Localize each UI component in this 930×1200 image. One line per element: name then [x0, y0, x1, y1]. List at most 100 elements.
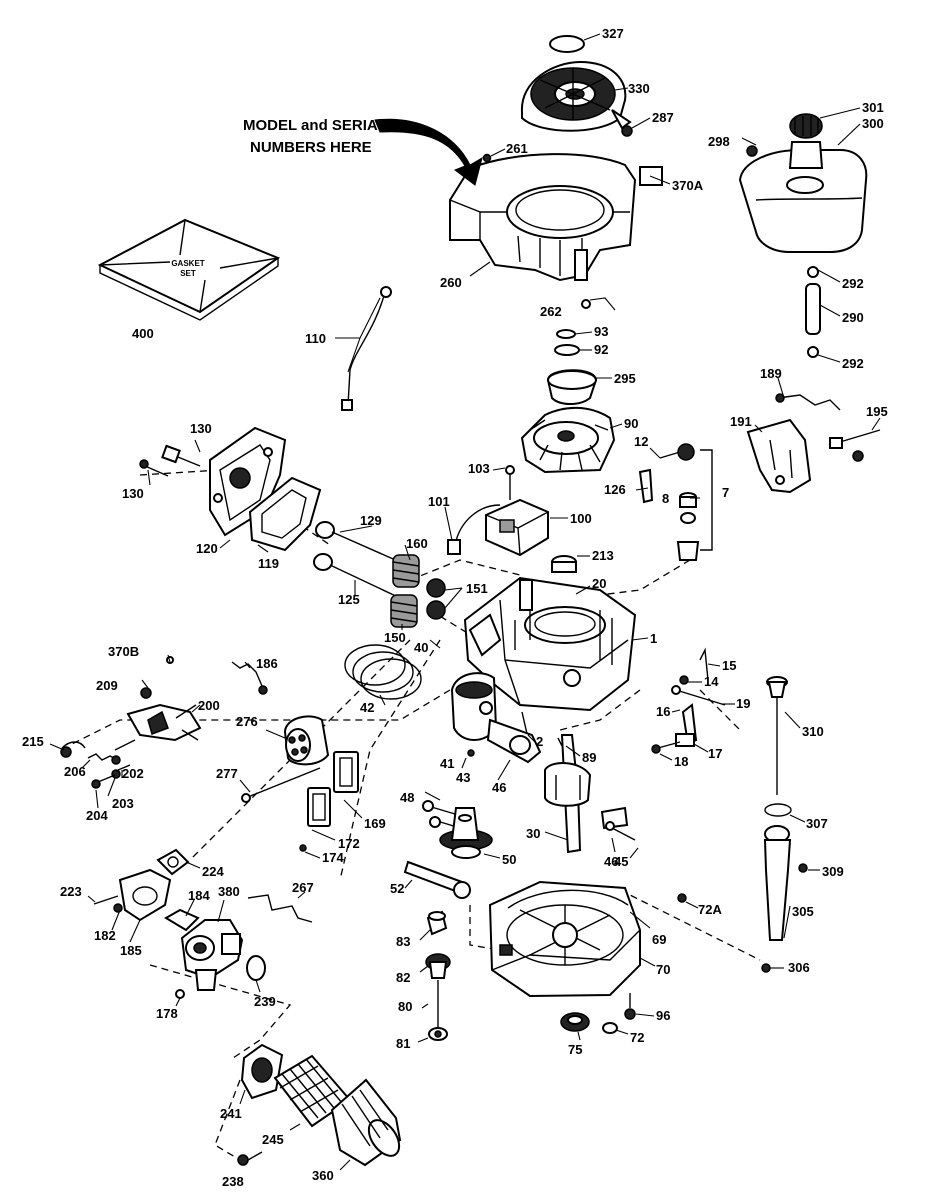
part-203-screw — [111, 764, 131, 779]
part-70-crankcase-cover — [488, 880, 641, 998]
part-110-ignition-wire — [341, 286, 392, 411]
label-370b: 370B — [108, 644, 139, 659]
part-276-muffler — [283, 715, 330, 766]
part-101-plug-boot — [447, 504, 501, 555]
label-82: 82 — [396, 970, 410, 985]
part-8-cap — [679, 492, 697, 508]
part-14-washer — [679, 675, 689, 685]
part-92-washer — [554, 344, 580, 356]
label-200: 200 — [198, 698, 220, 713]
label-42: 42 — [360, 700, 374, 715]
part-126-tube — [638, 468, 654, 504]
label-16: 16 — [656, 704, 670, 719]
label-129: 129 — [360, 513, 382, 528]
label-295: 295 — [614, 371, 636, 386]
label-40: 40 — [414, 640, 428, 655]
label-41: 41 — [440, 756, 454, 771]
label-292-top: 292 — [842, 276, 864, 291]
part-125-valve — [313, 553, 401, 599]
label-298: 298 — [708, 134, 730, 149]
label-182: 182 — [94, 928, 116, 943]
gasket-set-label-1: GASKET — [171, 259, 204, 268]
label-20: 20 — [592, 576, 606, 591]
part-295-starter-cup — [546, 369, 598, 405]
part-90-flywheel — [520, 406, 616, 474]
note-line-1: MODEL and SERIAL — [243, 117, 387, 134]
label-169: 169 — [364, 816, 386, 831]
label-160: 160 — [406, 536, 428, 551]
part-130-screw-1 — [161, 444, 201, 467]
part-305-o-ring — [761, 963, 771, 973]
model-serial-note: MODEL and SERIAL NUMBERS HERE — [243, 117, 483, 186]
label-305: 305 — [792, 904, 814, 919]
part-172-gasket — [307, 787, 331, 827]
label-151: 151 — [466, 581, 488, 596]
part-number-labels: 327 330 287 261 370A 260 262 301 300 298… — [22, 26, 888, 1189]
part-17-clamp — [675, 733, 695, 747]
part-260-blower-housing — [449, 153, 637, 282]
label-48: 48 — [400, 790, 414, 805]
part-292-clamp-bottom — [807, 346, 819, 358]
label-83: 83 — [396, 934, 410, 949]
label-92: 92 — [594, 342, 608, 357]
label-327: 327 — [602, 26, 624, 41]
part-129-valve — [315, 521, 401, 563]
part-307-o-ring — [764, 803, 792, 817]
part-69-gasket — [507, 889, 629, 909]
part-119-gasket — [248, 476, 322, 552]
note-line-2: NUMBERS HERE — [250, 139, 372, 156]
label-103: 103 — [468, 461, 490, 476]
label-93: 93 — [594, 324, 608, 339]
label-241: 241 — [220, 1106, 242, 1121]
part-189-spring — [775, 393, 841, 411]
label-189: 189 — [760, 366, 782, 381]
label-81: 81 — [396, 1036, 410, 1051]
part-202-screw — [111, 739, 136, 765]
label-276: 276 — [236, 714, 258, 729]
part-12-breather-cap — [659, 443, 695, 461]
label-15: 15 — [722, 658, 736, 673]
label-380: 380 — [218, 884, 240, 899]
part-261-screw — [482, 153, 492, 163]
label-306: 306 — [788, 960, 810, 975]
part-160-spring — [392, 554, 420, 588]
label-119: 119 — [258, 556, 279, 571]
part-81-washer — [428, 1027, 448, 1041]
part-75-seal — [560, 1012, 590, 1032]
gasket-set-label-2: SET — [180, 269, 196, 278]
label-191: 191 — [730, 414, 752, 429]
part-262-screw — [581, 299, 591, 309]
label-215: 215 — [22, 734, 44, 749]
label-185: 185 — [120, 943, 142, 958]
label-19: 19 — [736, 696, 750, 711]
part-239-bowl — [246, 955, 266, 981]
label-277: 277 — [216, 766, 238, 781]
part-204-screw — [91, 774, 116, 789]
label-290: 290 — [842, 310, 864, 325]
label-261: 261 — [506, 141, 528, 156]
part-224-gasket — [156, 848, 190, 876]
label-360: 360 — [312, 1168, 334, 1183]
label-96: 96 — [656, 1008, 670, 1023]
label-130-top: 130 — [190, 421, 212, 436]
part-306-dipstick-tube — [763, 825, 792, 941]
label-72a: 72A — [698, 902, 722, 917]
label-202: 202 — [122, 766, 144, 781]
label-14: 14 — [704, 674, 719, 689]
label-43: 43 — [456, 770, 470, 785]
part-82-governor-gear — [425, 953, 451, 979]
label-245: 245 — [262, 1132, 284, 1147]
note-arrow — [374, 118, 483, 186]
label-239: 239 — [254, 994, 276, 1009]
label-150: 150 — [384, 630, 406, 645]
label-223: 223 — [60, 884, 82, 899]
label-46-rod: 46 — [492, 780, 506, 795]
part-330-rewind-starter — [520, 60, 632, 132]
label-7: 7 — [722, 485, 729, 500]
part-213-seal — [551, 555, 577, 573]
part-169-gasket — [333, 751, 359, 793]
label-309: 309 — [822, 864, 844, 879]
part-185-intake — [118, 868, 172, 922]
label-130-bottom: 130 — [122, 486, 144, 501]
